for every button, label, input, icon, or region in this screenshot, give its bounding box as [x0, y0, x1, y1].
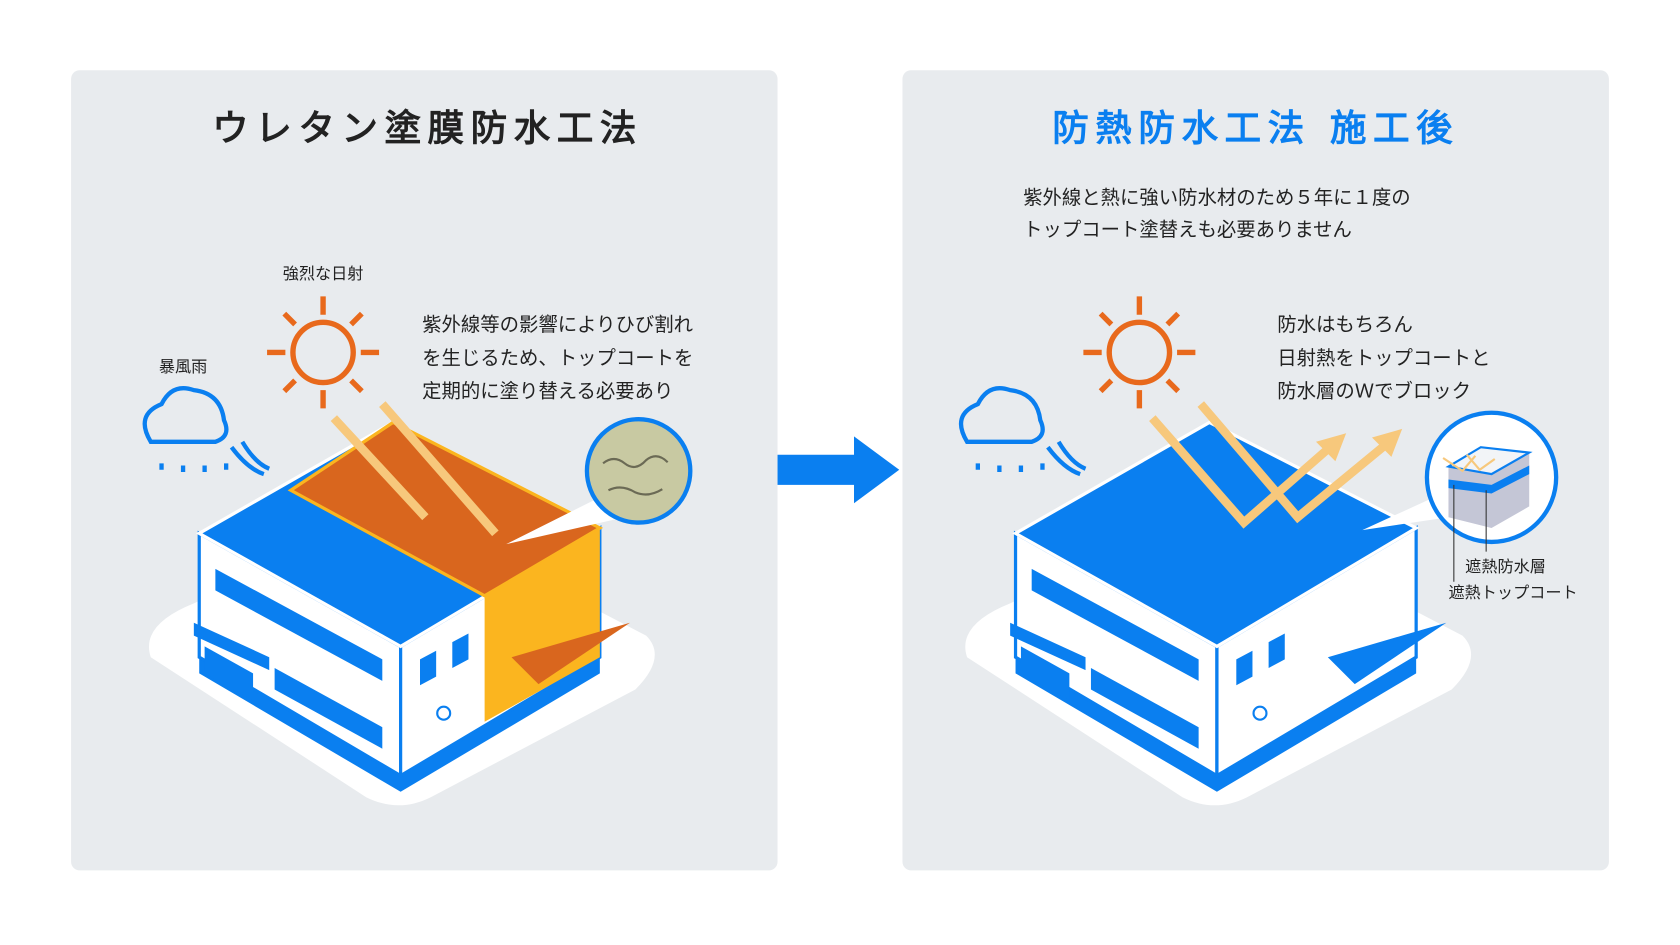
right-subtitle-line-2: トップコート塗替えも必要ありません [1023, 218, 1352, 241]
layer-label-waterproof: 遮熱防水層 [1465, 557, 1546, 576]
storm-cloud-icon [958, 386, 1087, 477]
storm-label: 暴風雨 [159, 357, 207, 376]
transition-arrow-icon [777, 436, 900, 504]
left-desc-line-1: 紫外線等の影響によりひび割れ [422, 313, 693, 336]
layer-magnifier [1362, 410, 1559, 582]
sun-icon [267, 296, 380, 409]
right-desc-line-1: 防水はもちろん [1277, 313, 1413, 336]
left-desc-line-3: 定期的に塗り替える必要あり [422, 380, 673, 403]
sun-ray-arrows [330, 401, 499, 537]
building-after [963, 420, 1473, 807]
sun-label: 強烈な日射 [283, 264, 364, 283]
right-desc-line-3: 防水層のＷでブロック [1277, 380, 1471, 403]
right-desc-line-2: 日射熱をトップコートと [1277, 346, 1490, 369]
sun-icon [1083, 296, 1196, 409]
right-title: 防熱防水工法 施工後 [1052, 106, 1459, 149]
crack-magnifier [506, 417, 693, 545]
left-desc-line-2: を生じるため、トップコートを [422, 346, 693, 369]
reflected-heat-arrows [1149, 401, 1403, 529]
layer-label-topcoat: 遮熱トップコート [1449, 583, 1578, 602]
right-subtitle-line-1: 紫外線と熱に強い防水材のため５年に１度の [1023, 186, 1411, 209]
left-title: ウレタン塗膜防水工法 [212, 106, 643, 149]
storm-cloud-icon [142, 386, 271, 477]
building-before [147, 401, 657, 807]
